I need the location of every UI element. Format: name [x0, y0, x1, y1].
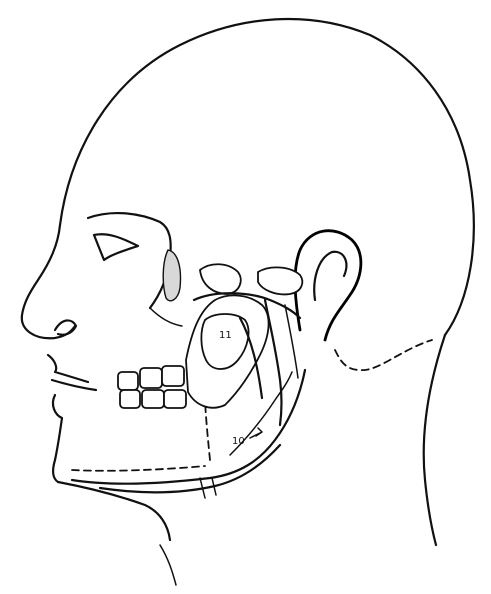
chin-dashed-line	[72, 466, 205, 471]
lower-lip-chin-outline	[53, 395, 62, 482]
tooth	[120, 390, 140, 408]
articular-eminence	[200, 264, 241, 294]
tooth	[140, 368, 162, 388]
eye-outline	[94, 234, 138, 260]
tooth	[162, 366, 184, 386]
cheek-line	[150, 308, 182, 326]
tooth	[142, 390, 164, 408]
ear-outline	[295, 231, 361, 340]
ear-inner-line	[314, 252, 346, 300]
angle-arrow	[250, 428, 262, 438]
tooth	[118, 372, 138, 390]
label-angle: 10	[232, 436, 245, 447]
muscle-strand	[285, 305, 298, 378]
tooth	[164, 390, 186, 408]
posterior-dashed-line	[335, 340, 432, 370]
ramus-dashed-line	[205, 400, 210, 460]
throat-line	[160, 545, 176, 585]
zygomatic-shade	[163, 250, 180, 301]
eyebrow-line	[88, 213, 171, 308]
upper-lip-outline	[48, 355, 88, 382]
mandible-lower-edge	[100, 445, 280, 492]
neck-back-outline	[424, 335, 445, 545]
condyle-process	[258, 267, 302, 294]
label-pterygoid: 11	[219, 330, 232, 341]
mouth-line	[52, 380, 96, 390]
